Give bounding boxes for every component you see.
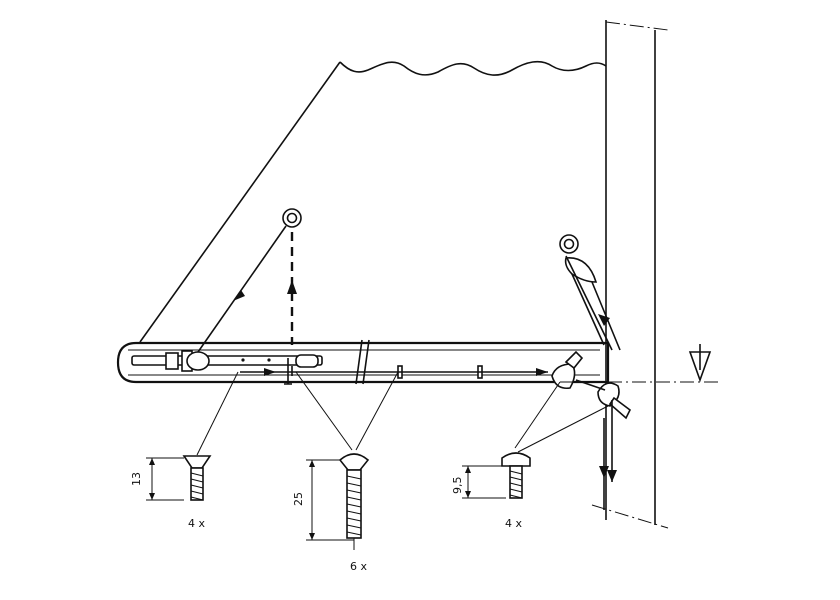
- leader-lines: [196, 371, 611, 456]
- right-arm: [551, 234, 632, 510]
- screw-left-quantity: 4 x: [188, 517, 205, 530]
- screw-middle: 25 6 x: [292, 453, 370, 573]
- screw-middle-dimension: 25: [292, 492, 305, 506]
- level-reference: [560, 344, 720, 383]
- awning-fabric: [139, 60, 607, 343]
- screw-middle-quantity: 6 x: [350, 560, 367, 573]
- screw-left: 13 4 x: [130, 455, 212, 530]
- ring-eyelet-icon: [282, 208, 302, 228]
- strap-buckle: [131, 350, 323, 385]
- ring-eyelet-icon: [559, 234, 579, 254]
- screw-left-dimension: 13: [130, 472, 143, 486]
- left-tension-line: [197, 208, 302, 353]
- awning-rail: [116, 339, 610, 385]
- screw-right: 9,5 4 x: [451, 452, 531, 530]
- screw-right-dimension: 9,5: [451, 477, 464, 495]
- screw-right-quantity: 4 x: [505, 517, 522, 530]
